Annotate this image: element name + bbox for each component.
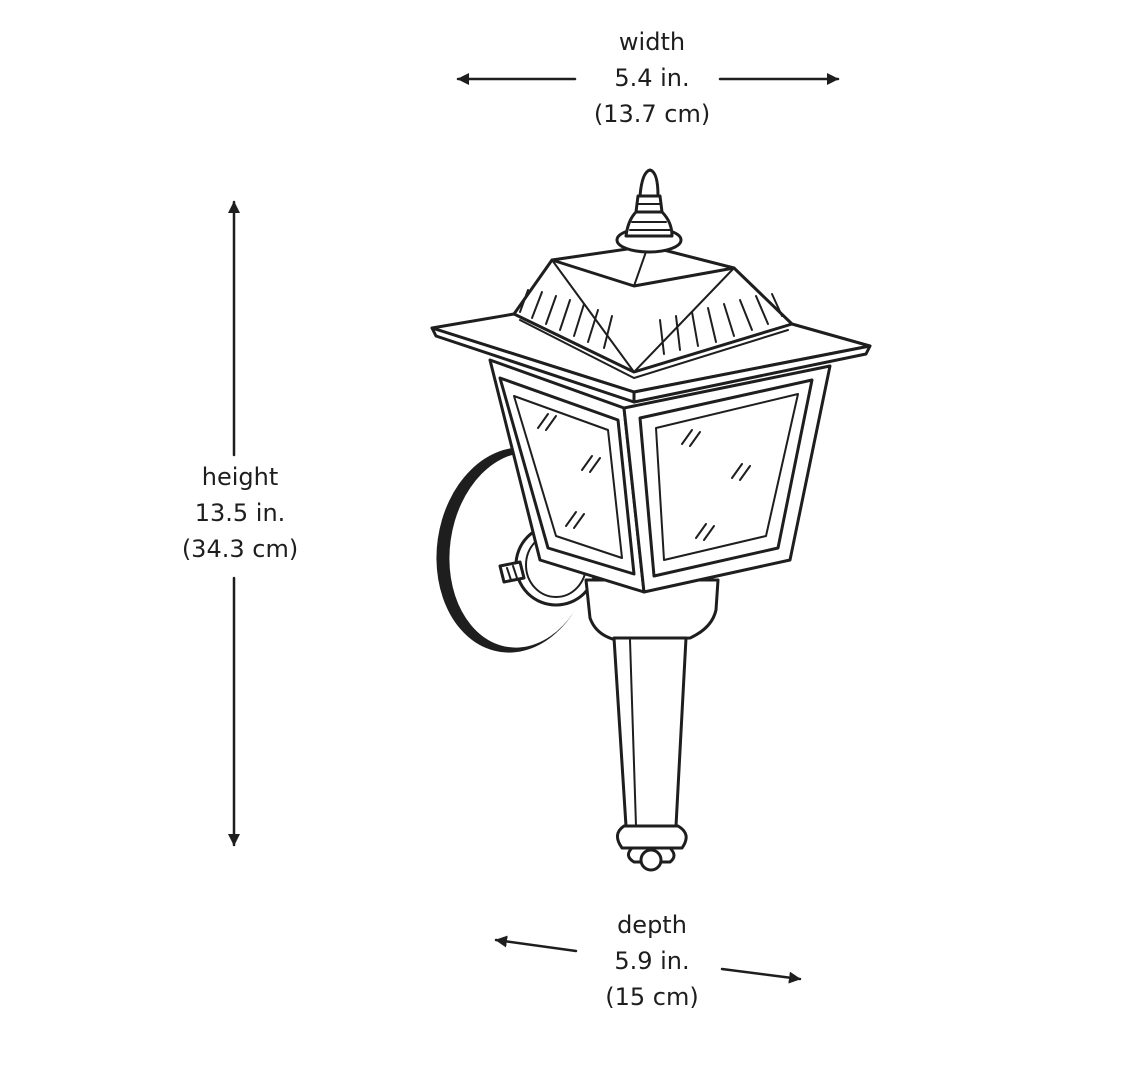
depth-imperial: 5.9 in.	[614, 947, 690, 975]
height-dimension: height 13.5 in. (34.3 cm)	[140, 459, 340, 567]
lantern-roof	[430, 244, 872, 404]
width-imperial: 5.4 in.	[614, 64, 690, 92]
lantern-body	[488, 342, 832, 594]
width-label: width	[618, 28, 686, 56]
lantern-finial	[615, 168, 683, 254]
lantern-stem	[584, 578, 720, 872]
width-dimension: width 5.4 in. (13.7 cm)	[552, 24, 752, 132]
height-label: height	[201, 463, 279, 491]
depth-metric: (15 cm)	[605, 983, 699, 1011]
depth-arrows	[494, 935, 802, 984]
depth-dimension: depth 5.9 in. (15 cm)	[552, 907, 752, 1015]
height-metric: (34.3 cm)	[181, 535, 299, 563]
height-imperial: 13.5 in.	[194, 499, 286, 527]
depth-label: depth	[617, 911, 687, 939]
width-metric: (13.7 cm)	[593, 100, 711, 128]
